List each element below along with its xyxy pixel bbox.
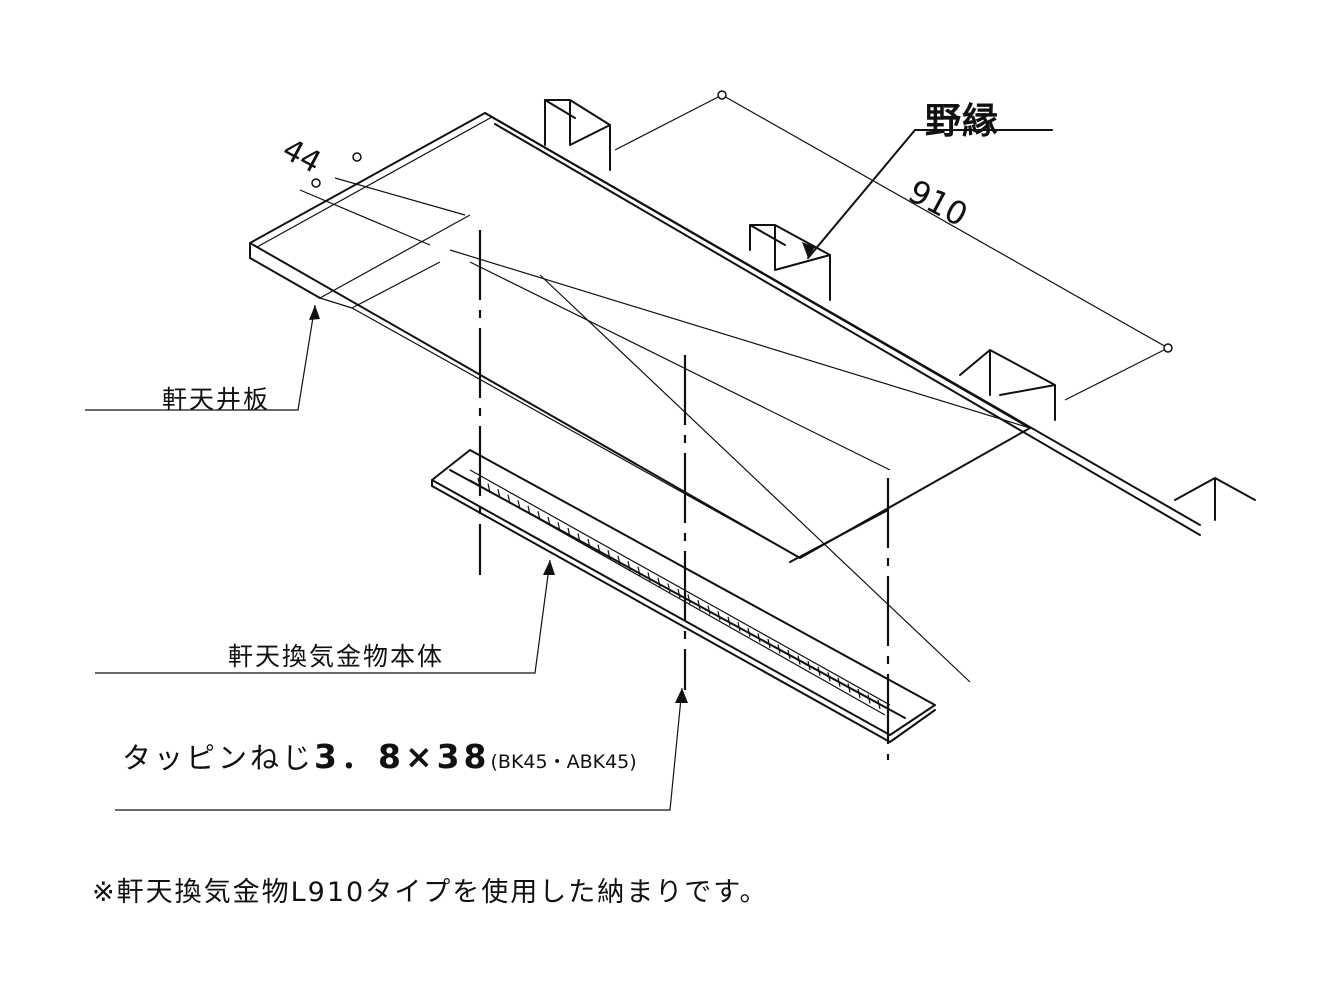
vent-fitting-body (431, 449, 936, 743)
ceiling-board-label: 軒天井板 (162, 385, 271, 414)
screw-size: 3．8×38 (314, 737, 491, 776)
ceiling-board (249, 112, 1031, 559)
screw-name: タッピンねじ (122, 741, 315, 775)
vent-fitting-label: 軒天換気金物本体 (228, 642, 445, 671)
dimension-910 (614, 90, 1173, 401)
screw-center-lines (478, 230, 890, 760)
dimension-44 (311, 152, 362, 188)
leader-lines (85, 129, 1053, 811)
furring-strips (544, 99, 1256, 521)
nobuchi-label: 野縁 (925, 101, 1000, 142)
screw-label: タッピンねじ3．8×38(BK45・ABK45) (122, 730, 637, 778)
footnote: ※軒天換気金物L910タイプを使用した納まりです。 (92, 877, 769, 908)
screw-model: (BK45・ABK45) (490, 751, 637, 773)
ridge-beam (449, 112, 1201, 683)
